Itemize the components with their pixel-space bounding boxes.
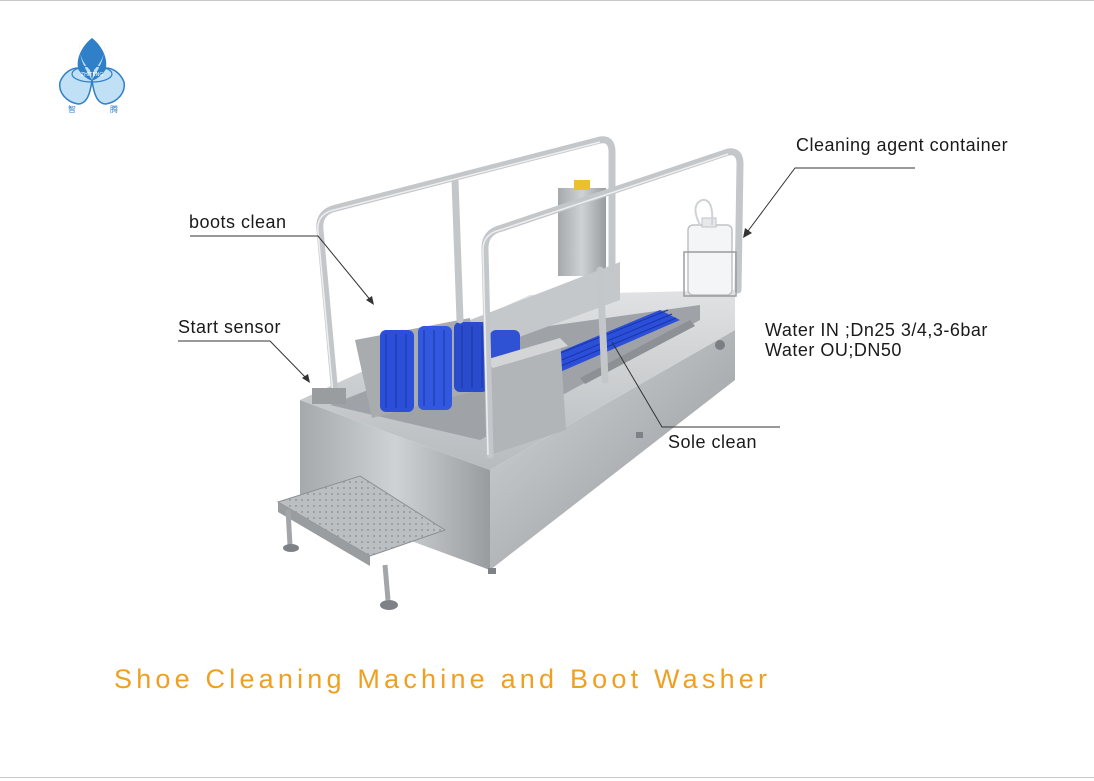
logo-text-left: 智 [68, 104, 76, 114]
label-cleaning-agent-container: Cleaning agent container [796, 135, 1009, 155]
control-tower-cap [574, 180, 590, 190]
step-platform-top [276, 475, 447, 557]
label-sole-clean: Sole clean [668, 432, 758, 452]
handrails [316, 136, 744, 459]
logo-text-right: 腾 [110, 104, 118, 114]
label-start-sensor: Start sensor [178, 317, 282, 337]
step-legs [285, 509, 391, 601]
machine-body-front [300, 400, 490, 570]
label-water-in: Water IN ;Dn25 3/4,3-6bar [765, 320, 988, 340]
logo-ring-text: ZHITENG [81, 72, 104, 78]
handrail-highlights [317, 141, 729, 456]
machine-feet [488, 432, 643, 574]
logo-petals [58, 38, 126, 105]
jug-holder [683, 251, 737, 297]
step-platform-edge [278, 502, 370, 566]
top-border [0, 0, 1094, 1]
brush-housing-right-top [485, 338, 568, 368]
label-water-out: Water OU;DN50 [765, 340, 902, 360]
brush-housing-right [485, 338, 566, 455]
jug-cap [701, 217, 717, 228]
start-sensor-box [312, 388, 346, 404]
flower-logo-icon: ZHITENG 智 腾 [58, 38, 126, 114]
label-water-spec: Water IN ;Dn25 3/4,3-6bar Water OU;DN50 [765, 320, 988, 360]
jug-hose [694, 198, 714, 226]
water-inlet-fitting [715, 340, 725, 350]
bottom-border [0, 777, 1094, 778]
label-boots-clean: boots clean [189, 212, 287, 232]
cleaning-agent-jug [687, 224, 733, 296]
step-feet [283, 544, 398, 610]
caption-title: Shoe Cleaning Machine and Boot Washer [114, 664, 772, 694]
brush-bristle-lines [385, 326, 483, 408]
